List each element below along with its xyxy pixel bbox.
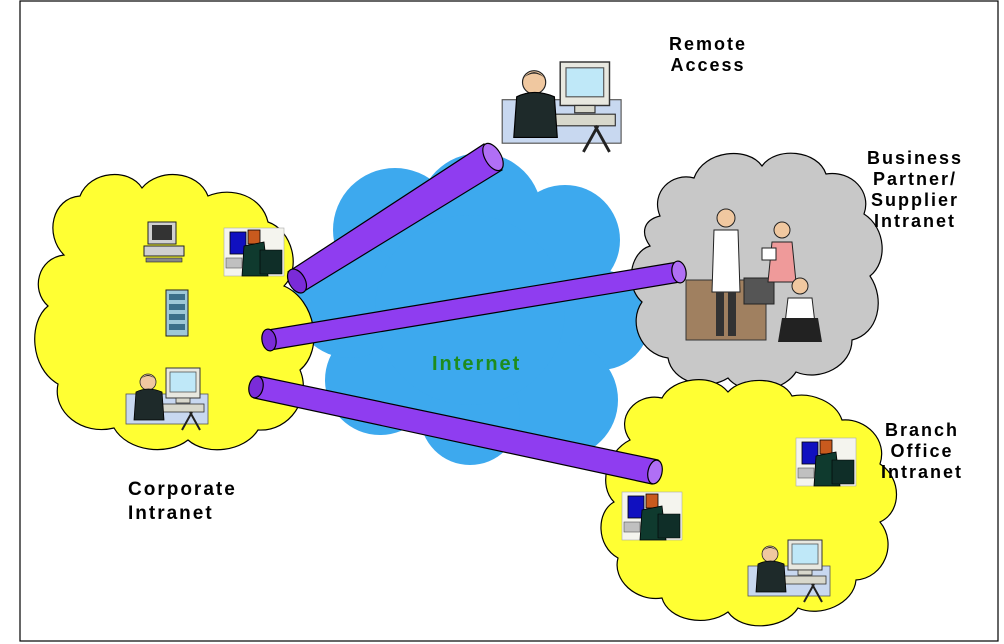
- branch-office-label-line1: Branch: [884, 420, 959, 440]
- server-icon: [165, 289, 189, 337]
- branch-users-icon-2: [621, 491, 683, 541]
- corporate-intranet-label: Corporate Intranet: [128, 478, 237, 526]
- office-meeting-icon: [685, 208, 822, 342]
- business-partner-label-line3: Supplier: [870, 190, 959, 210]
- desktop-computer-icon: [143, 221, 185, 263]
- branch-office-label-line3: Intranet: [880, 462, 963, 482]
- business-partner-label-line2: Partner/: [872, 169, 958, 189]
- business-partner-label-line4: Intranet: [873, 211, 956, 231]
- internet-label: Internet: [432, 353, 522, 375]
- corporate-intranet-label-line1: Corporate: [128, 479, 237, 500]
- branch-office-label-line2: Office: [890, 441, 954, 461]
- tunnel-remote-access: [286, 142, 504, 294]
- remote-access-label: Remote Access: [652, 34, 764, 76]
- branch-office-label: Branch Office Intranet: [862, 420, 982, 483]
- remote-access-label-line2: Access: [670, 55, 746, 75]
- branch-users-icon-1: [795, 437, 857, 487]
- business-partner-label: Business Partner/ Supplier Intranet: [838, 148, 992, 232]
- diagram-frame: [19, 0, 999, 642]
- corporate-users-icon: [223, 227, 285, 277]
- business-partner-label-line1: Business: [866, 148, 964, 168]
- tunnel-business-partner: [261, 260, 687, 352]
- remote-user-icon: [502, 62, 621, 152]
- corporate-intranet-label-line2: Intranet: [128, 503, 214, 524]
- tunnel-branch-office: [248, 375, 663, 485]
- remote-access-label-line1: Remote: [668, 34, 747, 54]
